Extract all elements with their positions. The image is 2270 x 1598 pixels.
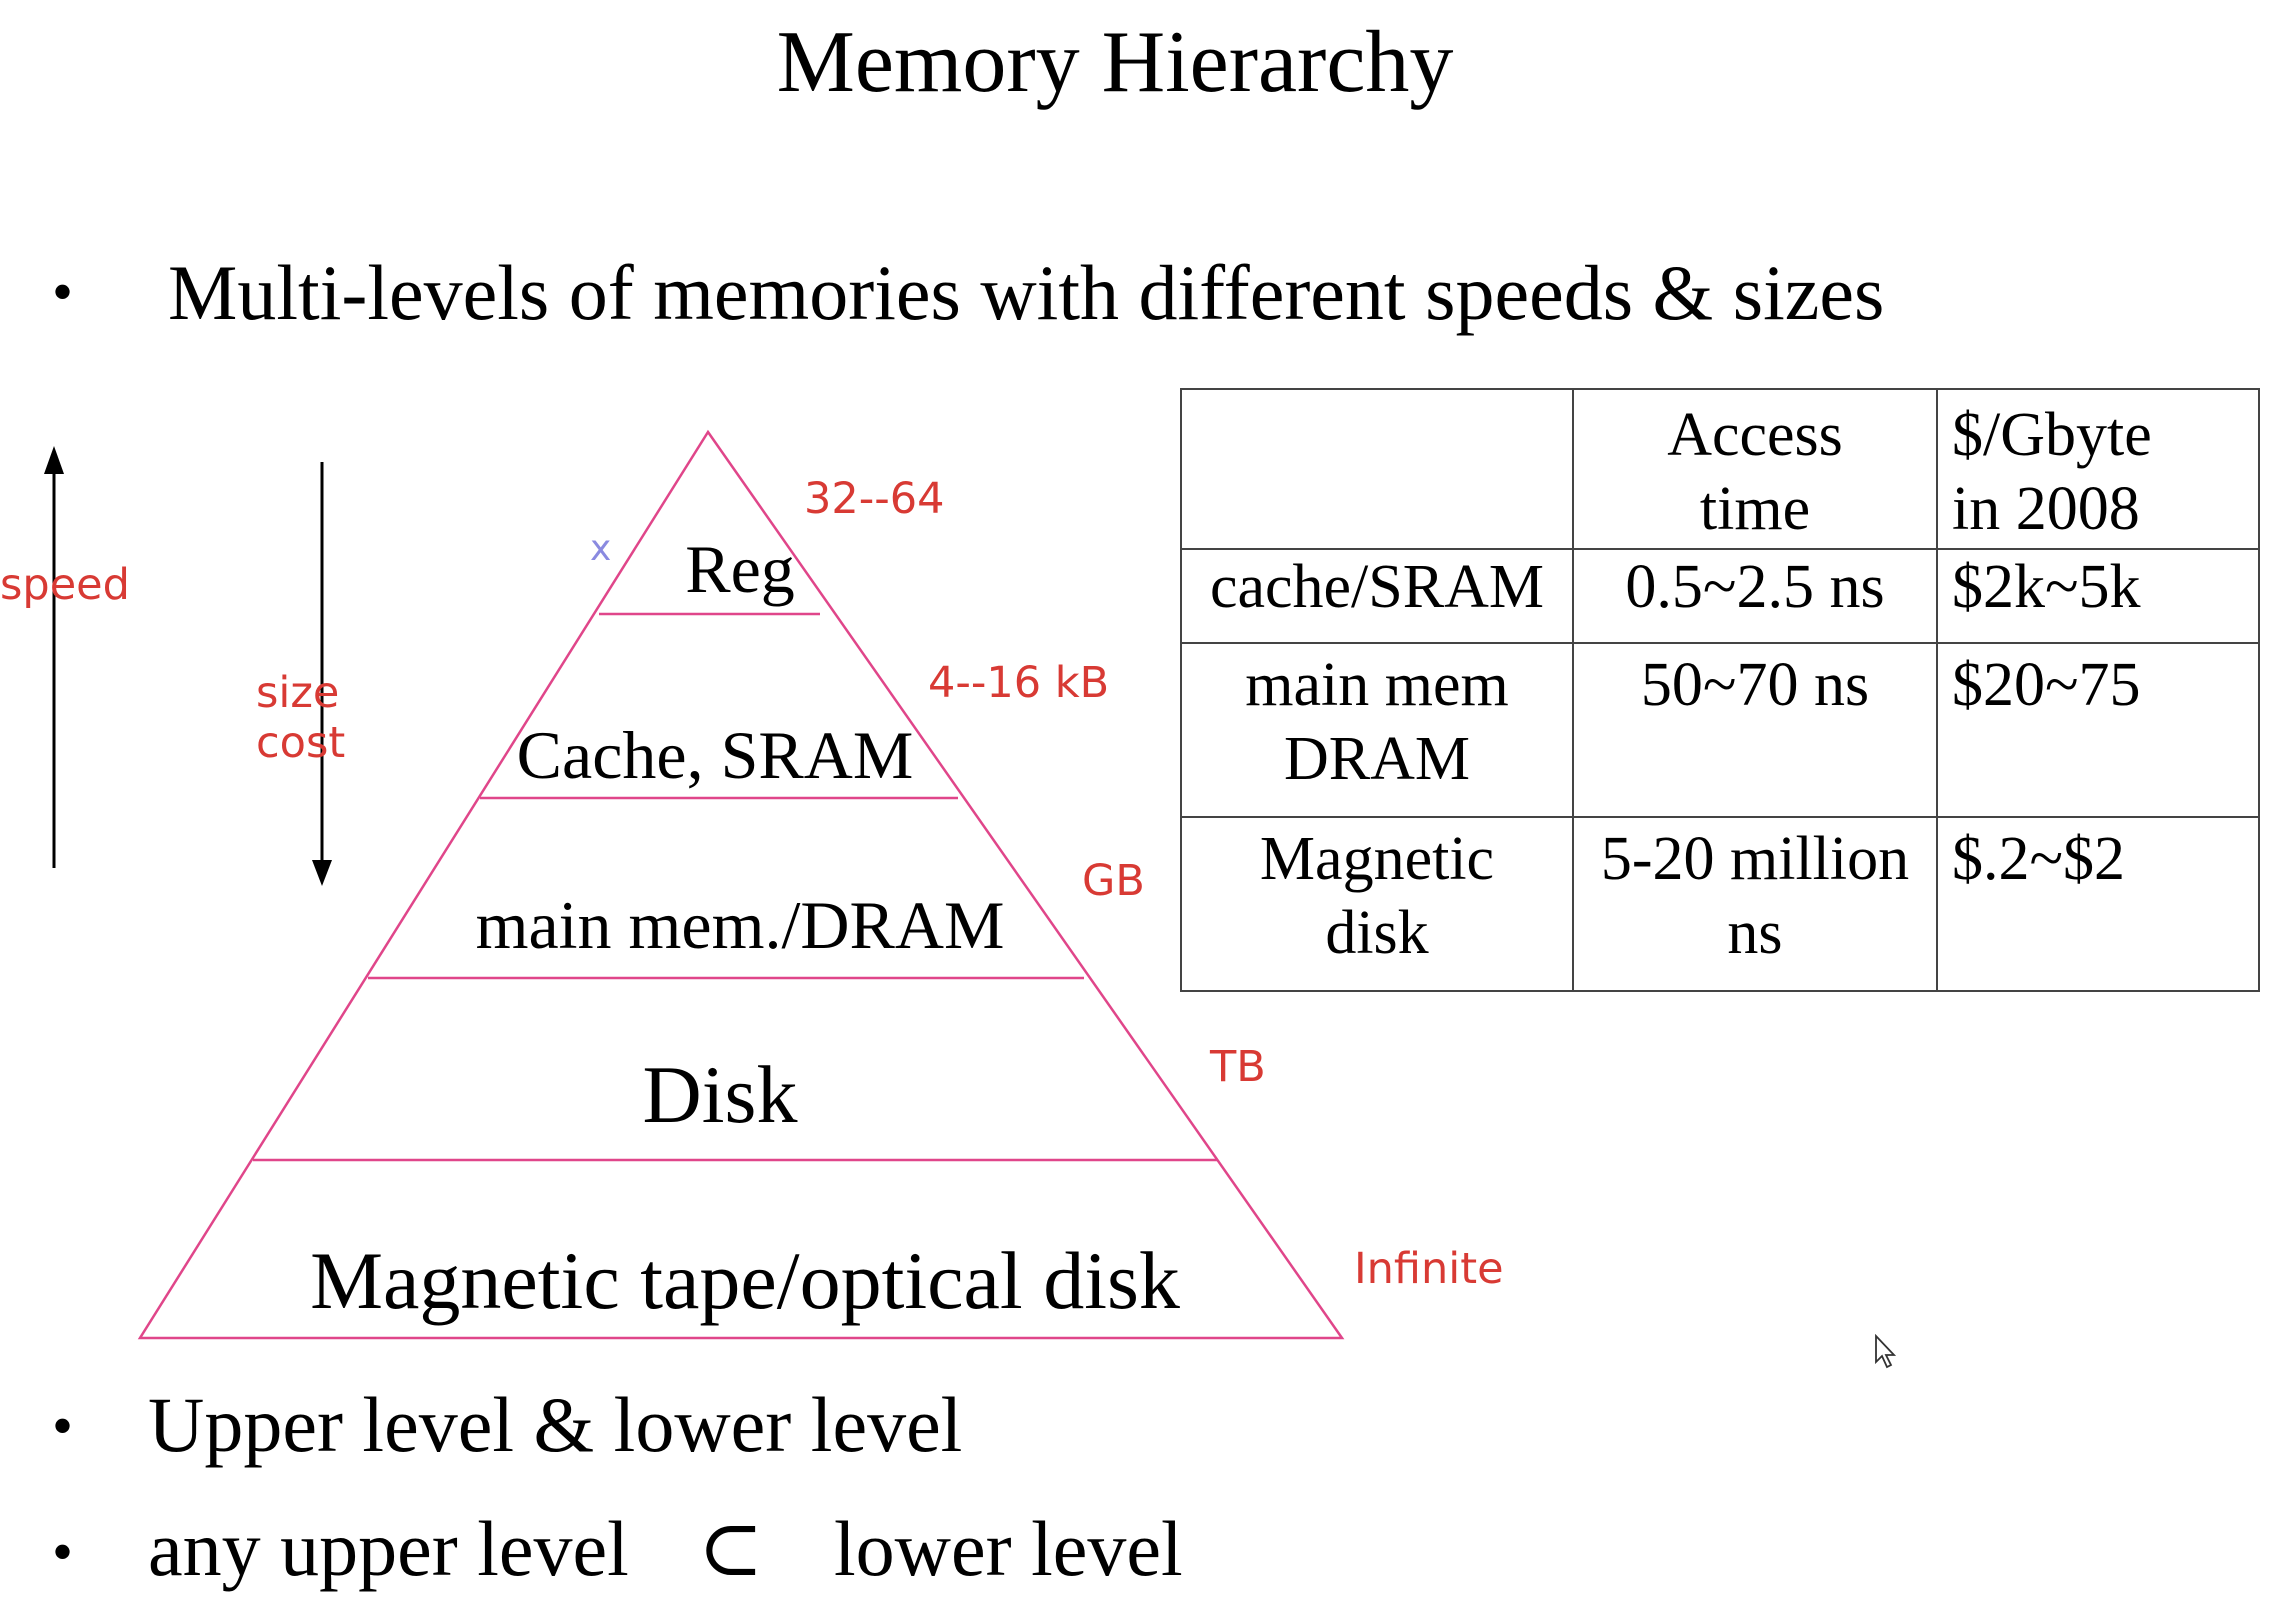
level-main-mem-dram: main mem./DRAM: [475, 887, 1005, 963]
table-header-cell: [1180, 388, 1574, 550]
level-tape-optical: Magnetic tape/optical disk: [310, 1235, 1180, 1326]
level-cache-sram: Cache, SRAM: [516, 717, 914, 793]
table-row: cache/SRAM 0.5~2.5 ns $2k~5k: [1180, 548, 2260, 644]
size-label: size: [256, 668, 340, 718]
dram-size-label: GB: [1082, 856, 1145, 906]
table-header-access-time-text: Access time: [1667, 401, 1843, 543]
table-header-cost-text: $/Gbyte in 2008: [1952, 401, 2152, 543]
disk-size-label: TB: [1210, 1042, 1266, 1092]
cache-size-label: 4--16 kB: [928, 658, 1110, 708]
bullet-dot-3: •: [52, 1519, 74, 1585]
cost-label: cost: [256, 718, 346, 768]
pyramid-outline: [137, 429, 1345, 1340]
table-cell-cost: $20~75: [1936, 642, 2260, 818]
size-cost-arrow-head: [312, 860, 332, 886]
table-cell-type: main mem DRAM: [1180, 642, 1574, 818]
bullet-subset-pre: any upper level: [148, 1505, 629, 1592]
tape-size-label: Infinite: [1354, 1244, 1504, 1294]
table-cell-cost: $2k~5k: [1936, 548, 2260, 644]
table-cell-type-text: main mem DRAM: [1245, 651, 1509, 793]
slide-title: Memory Hierarchy: [776, 14, 1454, 111]
reg-size-label: 32--64: [804, 474, 945, 524]
level-reg: Reg: [685, 531, 795, 607]
table-cell-access: 50~70 ns: [1572, 642, 1938, 818]
bullet-multi-levels: Multi-levels of memories with different …: [168, 249, 1885, 336]
x-mark: x: [590, 528, 612, 569]
table-cell-type: Magnetic disk: [1180, 816, 1574, 992]
table-row: Magnetic disk 5-20 million ns $.2~$2: [1180, 816, 2260, 992]
speed-arrow-head: [44, 446, 64, 474]
level-disk: Disk: [642, 1049, 798, 1140]
mouse-cursor-icon: [1875, 1334, 1897, 1369]
table-cell-type: cache/SRAM: [1180, 548, 1574, 644]
memory-comparison-table: Access time $/Gbyte in 2008 cache/SRAM 0…: [1180, 388, 2260, 992]
table-cell-access: 0.5~2.5 ns: [1572, 548, 1938, 644]
bullet-subset-post: lower level: [834, 1505, 1183, 1592]
bullet-upper-lower: Upper level & lower level: [148, 1381, 963, 1468]
bullet-dot-2: •: [52, 1393, 74, 1459]
table-cell-cost: $.2~$2: [1936, 816, 2260, 992]
table-cell-type-text: Magnetic disk: [1259, 825, 1495, 967]
speed-label: speed: [0, 560, 130, 610]
table-cell-access-text: 5-20 million ns: [1600, 825, 1910, 967]
subset-symbol: ⊂: [698, 1505, 764, 1592]
table-header-cost: $/Gbyte in 2008: [1936, 388, 2260, 550]
table-header-row: Access time $/Gbyte in 2008: [1180, 388, 2260, 550]
table-row: main mem DRAM 50~70 ns $20~75: [1180, 642, 2260, 818]
table-cell-access: 5-20 million ns: [1572, 816, 1938, 992]
table-header-access-time: Access time: [1572, 388, 1938, 550]
bullet-dot-1: •: [52, 259, 74, 325]
